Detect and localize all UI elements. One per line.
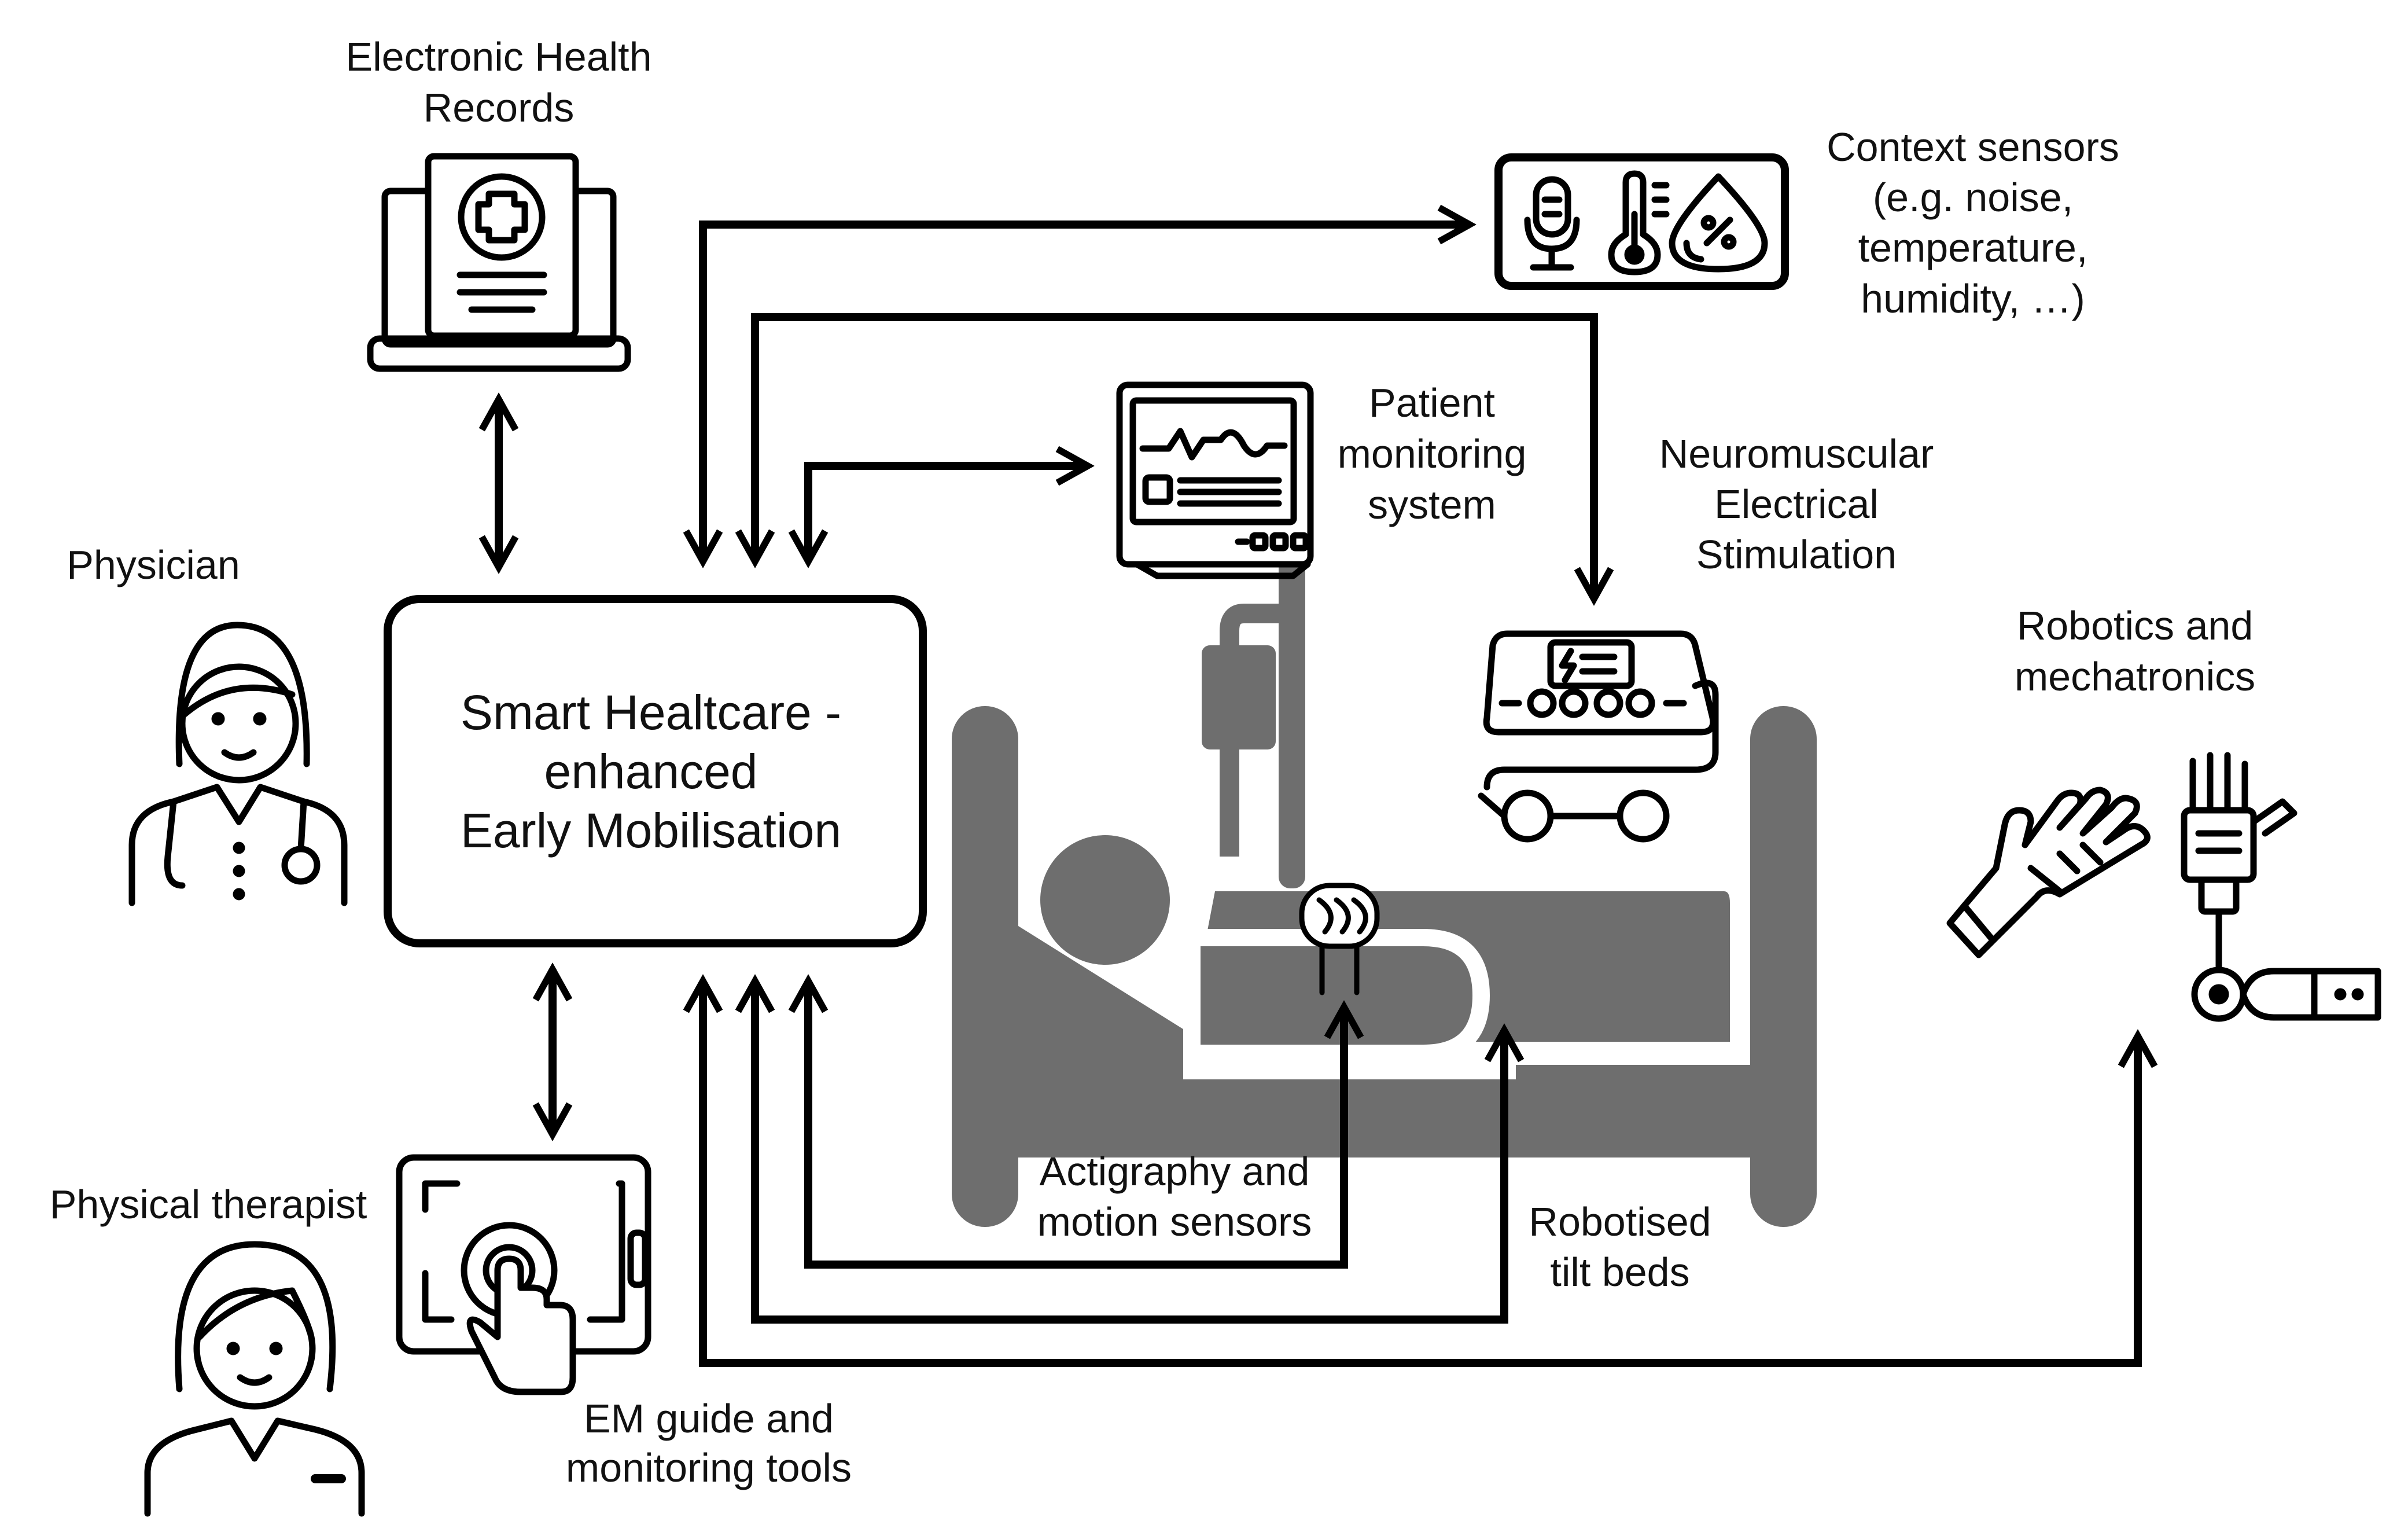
nmes-label-line2: Electrical [1714, 482, 1879, 527]
thermometer-icon [1608, 170, 1670, 275]
context-sensor-panel [1494, 153, 1789, 290]
context-label-line4: humidity, …) [1861, 276, 2085, 321]
center-title-line3: Early Mobilisation [461, 803, 841, 858]
em-guide-label-line1: EM guide and [584, 1396, 834, 1441]
tilt-beds-label-line1: Robotised [1529, 1199, 1711, 1244]
arrow-monitor [808, 466, 1088, 561]
hospital-bed-icon [952, 541, 1817, 1227]
connectors [499, 225, 2138, 1367]
laptop-medical-record-icon [367, 153, 631, 372]
arrow-robotics [703, 981, 2138, 1367]
robotics-label-line1: Robotics and [2017, 603, 2254, 648]
arrow-actigraphy [808, 981, 1344, 1269]
arrow-nmes [755, 313, 1594, 599]
nmes-device-icon [1478, 630, 1719, 843]
actigraphy-label-line2: motion sensors [1037, 1199, 1312, 1244]
ehr-label-line1: Electronic Health [345, 34, 651, 79]
context-label-line1: Context sensors [1827, 124, 2119, 170]
context-label-line3: temperature, [1858, 225, 2088, 270]
patient-monitoring-label-line2: monitoring [1338, 431, 1527, 476]
doctor-with-stethoscope-icon [128, 622, 348, 906]
arrow-context [703, 225, 1470, 561]
actigraphy-label-line1: Actigraphy and [1040, 1149, 1310, 1194]
robotic-glove-icon [1946, 787, 2151, 958]
ehr-label-line2: Records [424, 85, 575, 130]
humidity-drop-icon [1669, 173, 1768, 273]
patient-monitoring-label-line1: Patient [1369, 380, 1495, 425]
nmes-label-line1: Neuromuscular [1659, 431, 1934, 476]
patient-body [1183, 929, 1490, 1062]
tablet-touch-icon [396, 1154, 651, 1395]
context-label-line2: (e.g. noise, [1873, 175, 2073, 220]
center-title-line1: Smart Healtcare - [461, 685, 841, 740]
patient-monitor-icon [1116, 381, 1314, 579]
smart-healthcare-box [384, 595, 927, 947]
physical-therapist-label: Physical therapist [50, 1182, 367, 1227]
center-title-line2: enhanced [544, 744, 757, 799]
patient-monitoring-label-line3: system [1368, 482, 1496, 527]
nurse-icon [144, 1241, 365, 1517]
physician-label: Physician [67, 542, 240, 587]
em-guide-label-line2: monitoring tools [566, 1445, 852, 1490]
microphone-icon [1524, 176, 1580, 271]
robotic-arm-icon [2181, 752, 2381, 1022]
arrow-tilt-bed [755, 981, 1504, 1324]
robotics-label-line2: mechatronics [2015, 654, 2255, 699]
nmes-label-line3: Stimulation [1696, 532, 1897, 577]
tilt-beds-label-line2: tilt beds [1550, 1250, 1689, 1295]
